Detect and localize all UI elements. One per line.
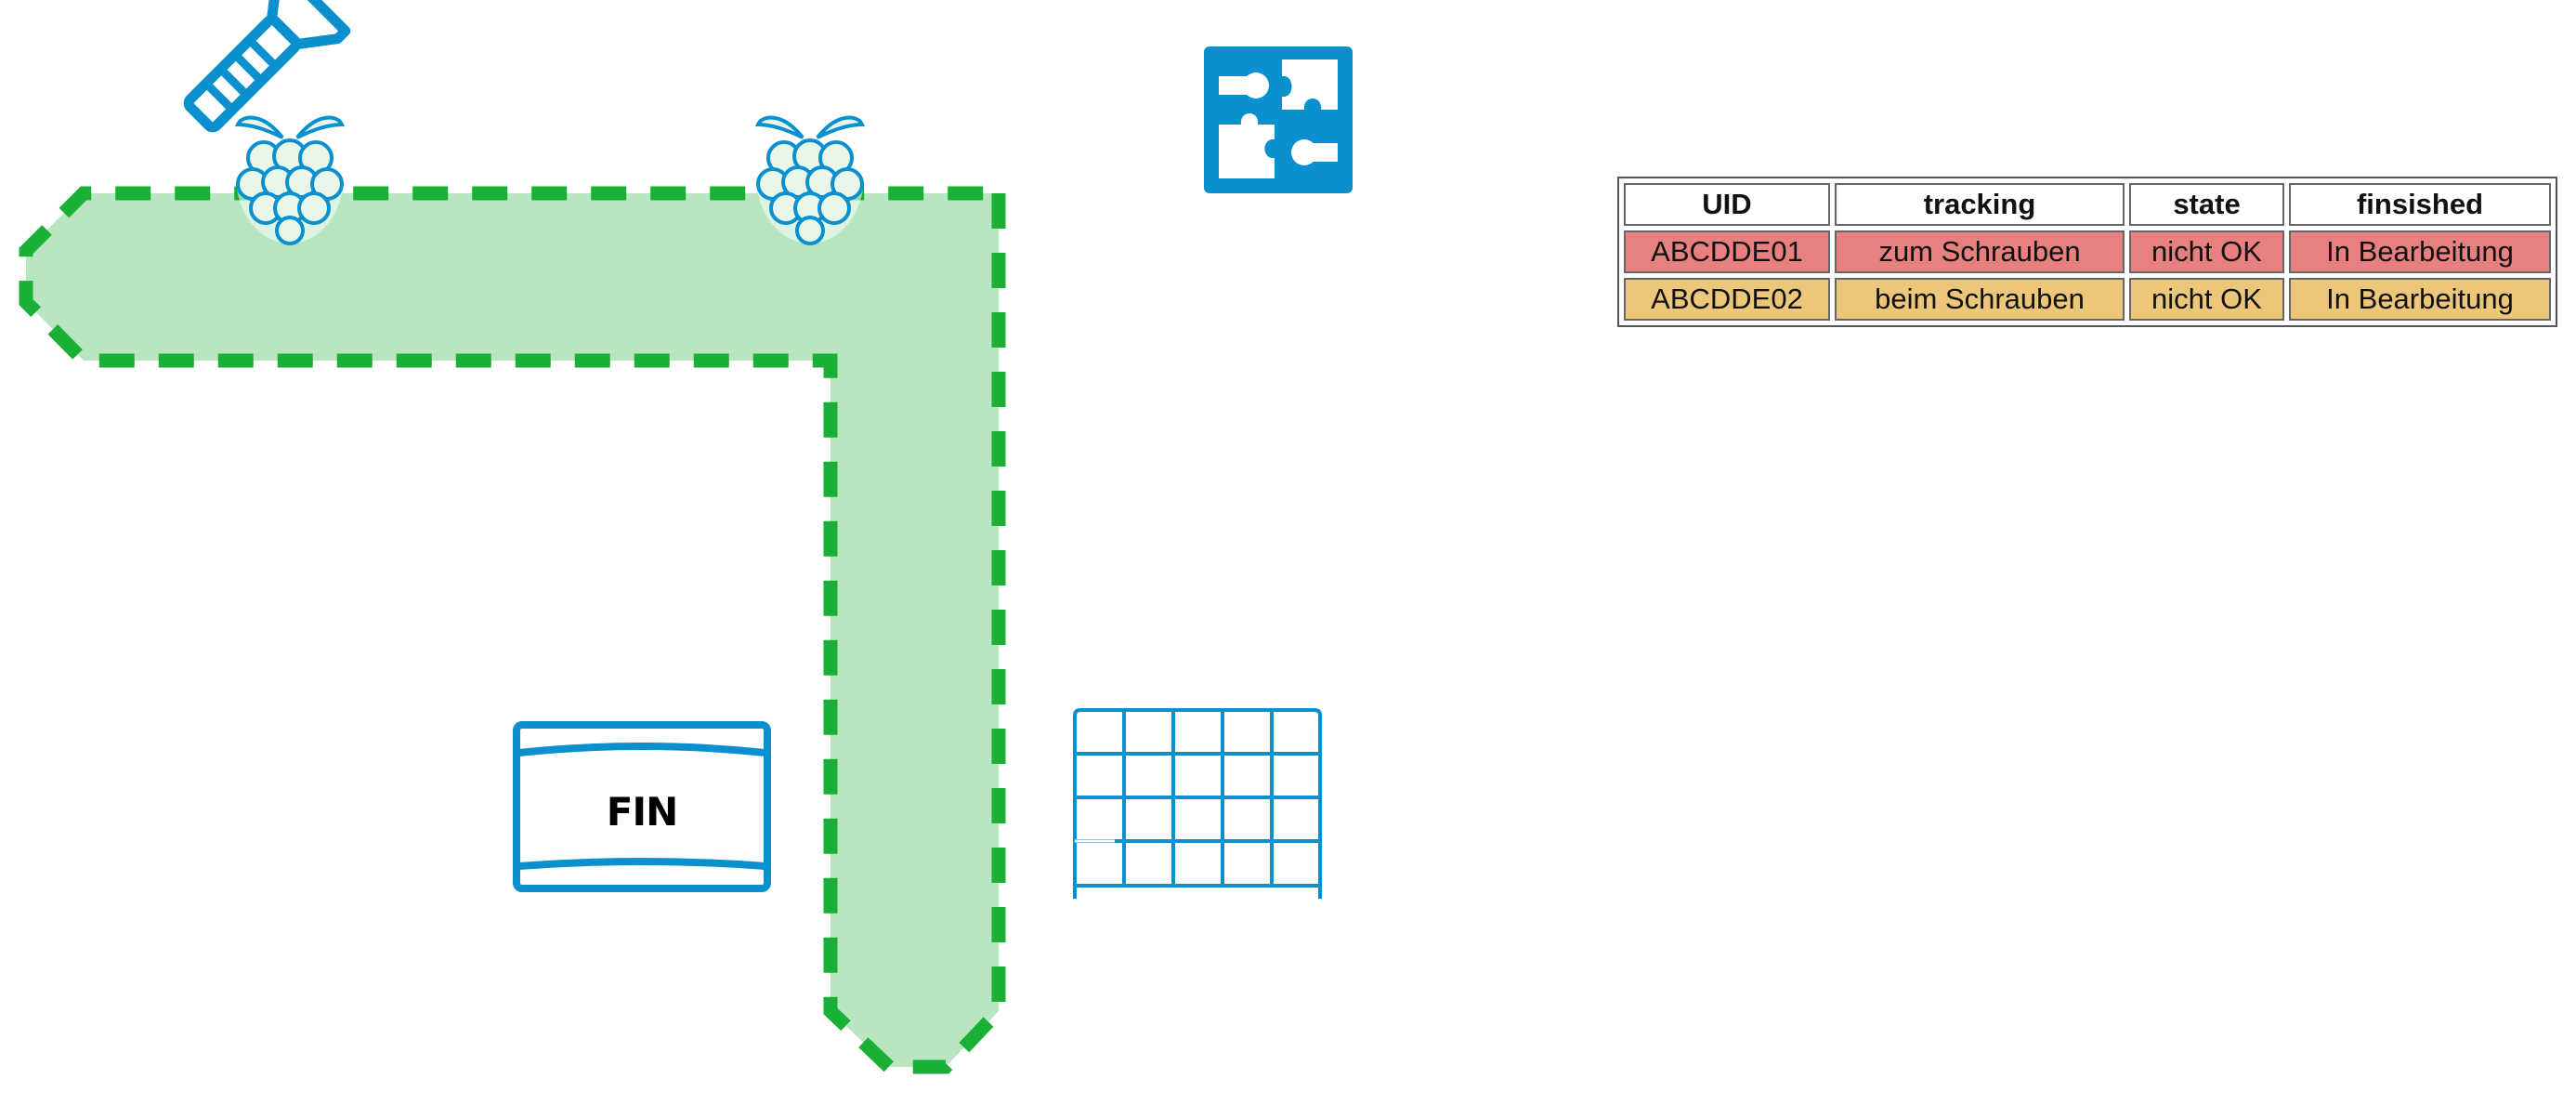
table-header-row: UID tracking state finsished [1624,183,2551,226]
cell-state: nicht OK [2129,230,2284,273]
storage-box-icon[interactable]: FIN [513,721,771,892]
column-header-tracking[interactable]: tracking [1835,183,2125,226]
raspberry-pi-icon[interactable] [755,110,865,245]
screwdriver-icon[interactable] [169,0,351,147]
column-header-uid[interactable]: UID [1624,183,1830,226]
cell-finished: In Bearbeitung [2289,230,2551,273]
cell-tracking: zum Schrauben [1835,230,2125,273]
column-header-state[interactable]: state [2129,183,2284,226]
raspberry-pi-icon[interactable] [235,110,345,245]
cell-tracking: beim Schrauben [1835,278,2125,321]
cell-uid: ABCDDE02 [1624,278,1830,321]
shelf-rack-icon[interactable] [1073,708,1322,899]
cell-finished: In Bearbeitung [2289,278,2551,321]
cell-state: nicht OK [2129,278,2284,321]
cell-uid: ABCDDE01 [1624,230,1830,273]
column-header-finished[interactable]: finsished [2289,183,2551,226]
status-table: UID tracking state finsished ABCDDE01 zu… [1617,177,2557,327]
fin-label: FIN [607,789,677,835]
table-row[interactable]: ABCDDE01 zum Schrauben nicht OK In Bearb… [1624,230,2551,273]
conveyor-track [19,186,1006,1074]
puzzle-icon[interactable] [1204,46,1353,193]
table-row[interactable]: ABCDDE02 beim Schrauben nicht OK In Bear… [1624,278,2551,321]
